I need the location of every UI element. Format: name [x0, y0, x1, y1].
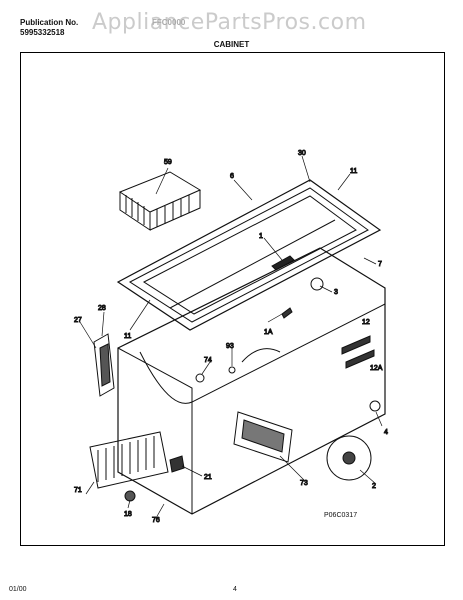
callout-27: 27 [74, 317, 82, 324]
grille-part [89, 431, 169, 489]
callout-3: 3 [334, 289, 338, 296]
model-number: FFC0000 [152, 18, 186, 27]
plug-74 [195, 373, 205, 383]
callout-4: 4 [384, 429, 388, 436]
watermark: AppliancePartsPros.com [92, 10, 367, 35]
callout-59: 59 [164, 159, 172, 166]
callout-7: 7 [378, 261, 382, 268]
callout-12: 12 [362, 319, 370, 326]
callout-18: 18 [124, 511, 132, 518]
callout-93: 93 [226, 343, 234, 350]
callout-76: 76 [152, 517, 160, 524]
section-title: CABINET [213, 40, 250, 49]
callout-28: 28 [98, 305, 106, 312]
screw-93 [228, 366, 236, 374]
callout-1a: 1A [264, 329, 273, 336]
thermostat-part [281, 307, 293, 319]
drain-plug-part [326, 435, 372, 481]
caster-part [310, 277, 324, 291]
callout-2: 2 [372, 483, 376, 490]
callout-73: 73 [300, 480, 308, 487]
cabinet-exploded-diagram: 59 30 6 11 1 7 3 28 27 11 1A 12 12A 93 7… [74, 150, 389, 525]
callout-1: 1 [259, 233, 263, 240]
decal-12 [341, 335, 371, 355]
publication-label: Publication No. [20, 18, 79, 27]
callout-71: 71 [74, 487, 82, 494]
decal-12a [345, 349, 375, 369]
knob-4 [369, 400, 381, 412]
leader-lines [79, 155, 383, 519]
lid-handle [271, 255, 295, 271]
figure-code: P06C0317 [324, 512, 358, 519]
callout-12a: 12A [370, 365, 383, 372]
publication-number: 5995332518 [20, 28, 65, 37]
hinge-part [93, 333, 115, 397]
callout-11-top: 11 [350, 168, 357, 175]
nameplate-part [233, 411, 293, 463]
diagram-frame [20, 52, 445, 546]
basket-part [118, 171, 202, 231]
cabinet-body [117, 247, 386, 515]
callout-74: 74 [204, 357, 212, 364]
callout-6: 6 [230, 173, 234, 180]
drain-18 [124, 490, 136, 502]
control-21 [169, 455, 185, 473]
footer-date: 01/00 [9, 586, 27, 593]
callout-30: 30 [298, 150, 306, 157]
lid-frame [116, 179, 382, 331]
callout-11-bottom: 11 [124, 333, 131, 340]
page-number: 4 [233, 586, 237, 593]
callout-21: 21 [204, 474, 212, 481]
